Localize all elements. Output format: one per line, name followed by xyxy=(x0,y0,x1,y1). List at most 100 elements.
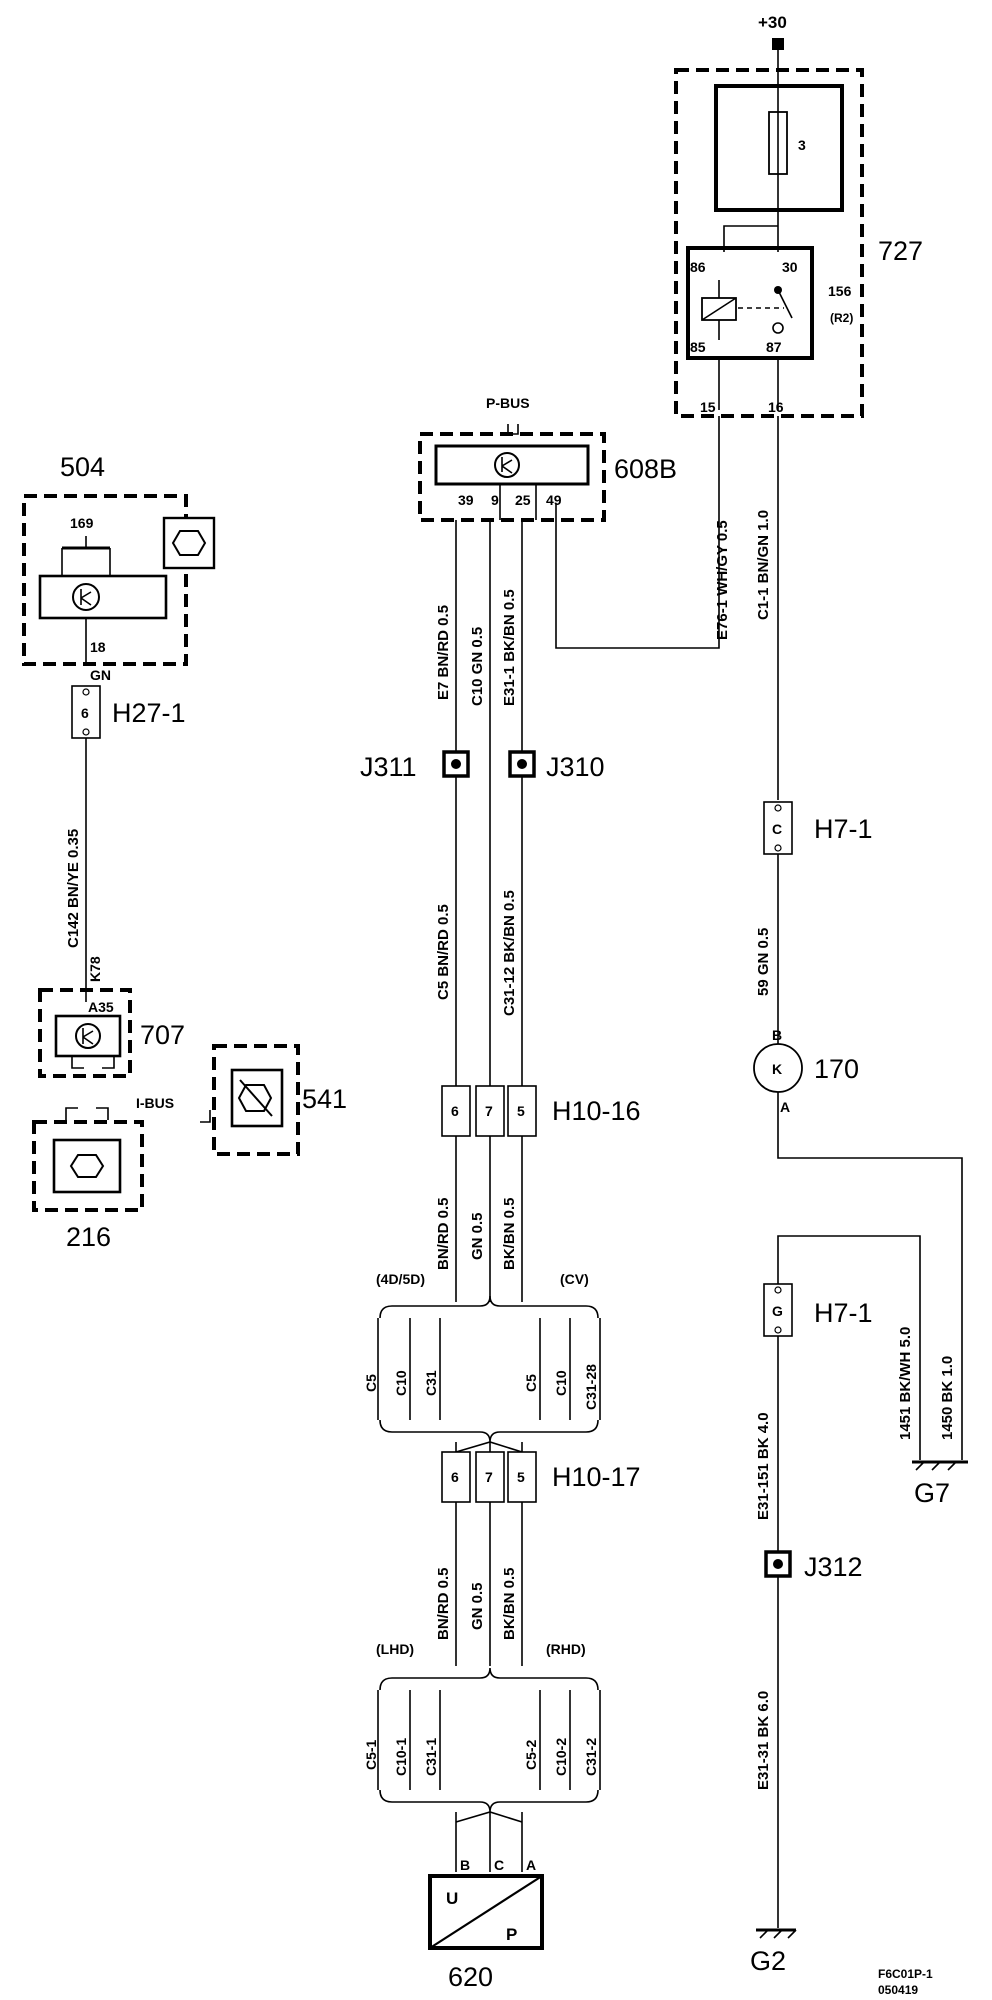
wire-59-gn: 59 GN 0.5 xyxy=(755,928,772,996)
gear-icon-216 xyxy=(69,1154,105,1178)
sensor-pin-a: A xyxy=(526,1857,536,1873)
button-169: 169 xyxy=(70,515,94,531)
v2-right-c10-2: C10-2 xyxy=(553,1738,569,1776)
power-label: +30 xyxy=(758,13,787,32)
v2-left-c31-1: C31-1 xyxy=(423,1738,439,1776)
h27-1-pin: 6 xyxy=(81,705,89,721)
j310-label: J310 xyxy=(546,752,605,782)
h10-17-label: H10-17 xyxy=(552,1462,641,1492)
relay-156: 86 30 85 87 156 (R2) xyxy=(686,246,853,360)
h10-17-pin-5: 5 xyxy=(517,1469,525,1485)
variant2-right: (RHD) xyxy=(546,1641,586,1657)
ecu-pin-9: 9 xyxy=(491,492,499,508)
module-216-label: 216 xyxy=(66,1222,111,1252)
sensor-u: U xyxy=(446,1889,458,1908)
j311-label: J311 xyxy=(360,752,417,782)
sensor-label: 620 xyxy=(448,1962,493,1992)
crossed-gear-icon xyxy=(237,1084,273,1112)
wire-c5: C5 BN/RD 0.5 xyxy=(435,904,452,1000)
module-707-a35: A35 xyxy=(88,999,114,1015)
v1-right-c5: C5 xyxy=(523,1374,539,1392)
h10-16-pin-6: 6 xyxy=(451,1103,459,1119)
module-504: 504 169 18 xyxy=(22,452,188,666)
relay-out-15: 15 xyxy=(700,399,716,415)
variant-block-2: (LHD) (RHD) C5-1 C10-1 C31-1 C5-2 C10-2 … xyxy=(363,1641,601,1813)
ground-g7: G7 xyxy=(912,1460,968,1508)
h7-1-c-label: H7-1 xyxy=(814,814,873,844)
module-504-label: 504 xyxy=(60,452,105,482)
variant1-right: (CV) xyxy=(560,1271,589,1287)
h10-17-pin-7: 7 xyxy=(485,1469,493,1485)
wire-c10: C10 GN 0.5 xyxy=(469,627,486,706)
wire-low2-bkbn: BK/BN 0.5 xyxy=(501,1567,518,1640)
connector-h27-1: 6 H27-1 xyxy=(71,685,186,739)
wire-low2-gn: GN 0.5 xyxy=(469,1582,486,1630)
relay-box-727 xyxy=(674,68,864,418)
ground-g2: G2 xyxy=(750,1928,797,1976)
h27-1-label: H27-1 xyxy=(112,698,186,728)
relay-pin-86: 86 xyxy=(690,259,706,275)
h10-16-pin-5: 5 xyxy=(517,1103,525,1119)
ecu-pin-25: 25 xyxy=(515,492,531,508)
v1-left-c31: C31 xyxy=(423,1370,439,1396)
ecu-pin-39: 39 xyxy=(458,492,474,508)
v1-left-c5: C5 xyxy=(363,1374,379,1392)
power-feed: +30 xyxy=(758,13,787,112)
ecu-608b-label: 608B xyxy=(614,454,677,484)
motor-170: B K 170 A xyxy=(753,1027,859,1115)
wire-low1-gn: GN 0.5 xyxy=(469,1212,486,1260)
module-504-pin: 18 xyxy=(90,639,106,655)
sensor-620: B C A U P 620 xyxy=(428,1857,544,1992)
module-707: A35 707 xyxy=(38,988,185,1078)
wire-low2-bnrd: BN/RD 0.5 xyxy=(435,1567,452,1640)
junction-j310: J310 xyxy=(508,750,605,782)
footer-date: 050419 xyxy=(878,1983,918,1997)
h10-17-pin-6: 6 xyxy=(451,1469,459,1485)
fuse-3: 3 xyxy=(714,84,844,252)
connector-h7-1-g: G H7-1 xyxy=(763,1283,873,1337)
connector-h10-17: 6 7 5 H10-17 xyxy=(441,1451,641,1503)
sensor-pin-b: B xyxy=(460,1857,470,1873)
v2-left-c10-1: C10-1 xyxy=(393,1738,409,1776)
v1-right-c31-28: C31-28 xyxy=(583,1364,599,1410)
connector-h7-1-c: C H7-1 xyxy=(763,801,873,855)
h7-1-g-pin: G xyxy=(772,1303,783,1319)
wire-low1-bnrd: BN/RD 0.5 xyxy=(435,1197,452,1270)
h10-16-label: H10-16 xyxy=(552,1096,641,1126)
motor-pin-b: B xyxy=(772,1027,782,1043)
sensor-p: P xyxy=(506,1925,517,1944)
h10-16-pin-7: 7 xyxy=(485,1103,493,1119)
ecu-608b: P-BUS 608B 39 9 25 49 xyxy=(418,395,677,522)
wire-e7: E7 BN/RD 0.5 xyxy=(435,605,452,700)
connector-h10-16: 6 7 5 H10-16 xyxy=(441,1085,641,1137)
relay-sub: (R2) xyxy=(830,311,853,325)
j312-label: J312 xyxy=(804,1552,863,1582)
motor-symbol: K xyxy=(772,1061,782,1077)
g7-label: G7 xyxy=(914,1478,950,1508)
wire-c31-12: C31-12 BK/BN 0.5 xyxy=(501,890,518,1016)
wire-low1-bkbn: BK/BN 0.5 xyxy=(501,1197,518,1270)
relay-pin-30: 30 xyxy=(782,259,798,275)
module-216: 216 xyxy=(32,1107,144,1252)
wire-1450: 1450 BK 1.0 xyxy=(939,1356,956,1440)
fuse-number: 3 xyxy=(798,137,806,153)
variant1-left: (4D/5D) xyxy=(376,1271,425,1287)
sensor-pin-c: C xyxy=(494,1857,504,1873)
v2-right-c5-2: C5-2 xyxy=(523,1739,539,1770)
h7-1-g-label: H7-1 xyxy=(814,1298,873,1328)
v1-left-c10: C10 xyxy=(393,1370,409,1396)
motor-pin-a: A xyxy=(780,1099,790,1115)
relay-pin-87: 87 xyxy=(766,339,782,355)
motor-label: 170 xyxy=(814,1054,859,1084)
wire-e31-151: E31-151 BK 4.0 xyxy=(755,1412,772,1520)
module-541-label: 541 xyxy=(302,1084,347,1114)
relay-pin-85: 85 xyxy=(690,339,706,355)
g2-label: G2 xyxy=(750,1946,786,1976)
module-504-wire: GN xyxy=(90,667,111,683)
variant-block-1: (4D/5D) (CV) C5 C10 C31 C5 C10 C31-28 xyxy=(363,1271,601,1443)
relay-id: 156 xyxy=(828,283,852,299)
v2-right-c31-2: C31-2 xyxy=(583,1738,599,1776)
module-707-label: 707 xyxy=(140,1020,185,1050)
module-541: 541 xyxy=(212,1044,347,1156)
h7-1-c-pin: C xyxy=(772,821,782,837)
